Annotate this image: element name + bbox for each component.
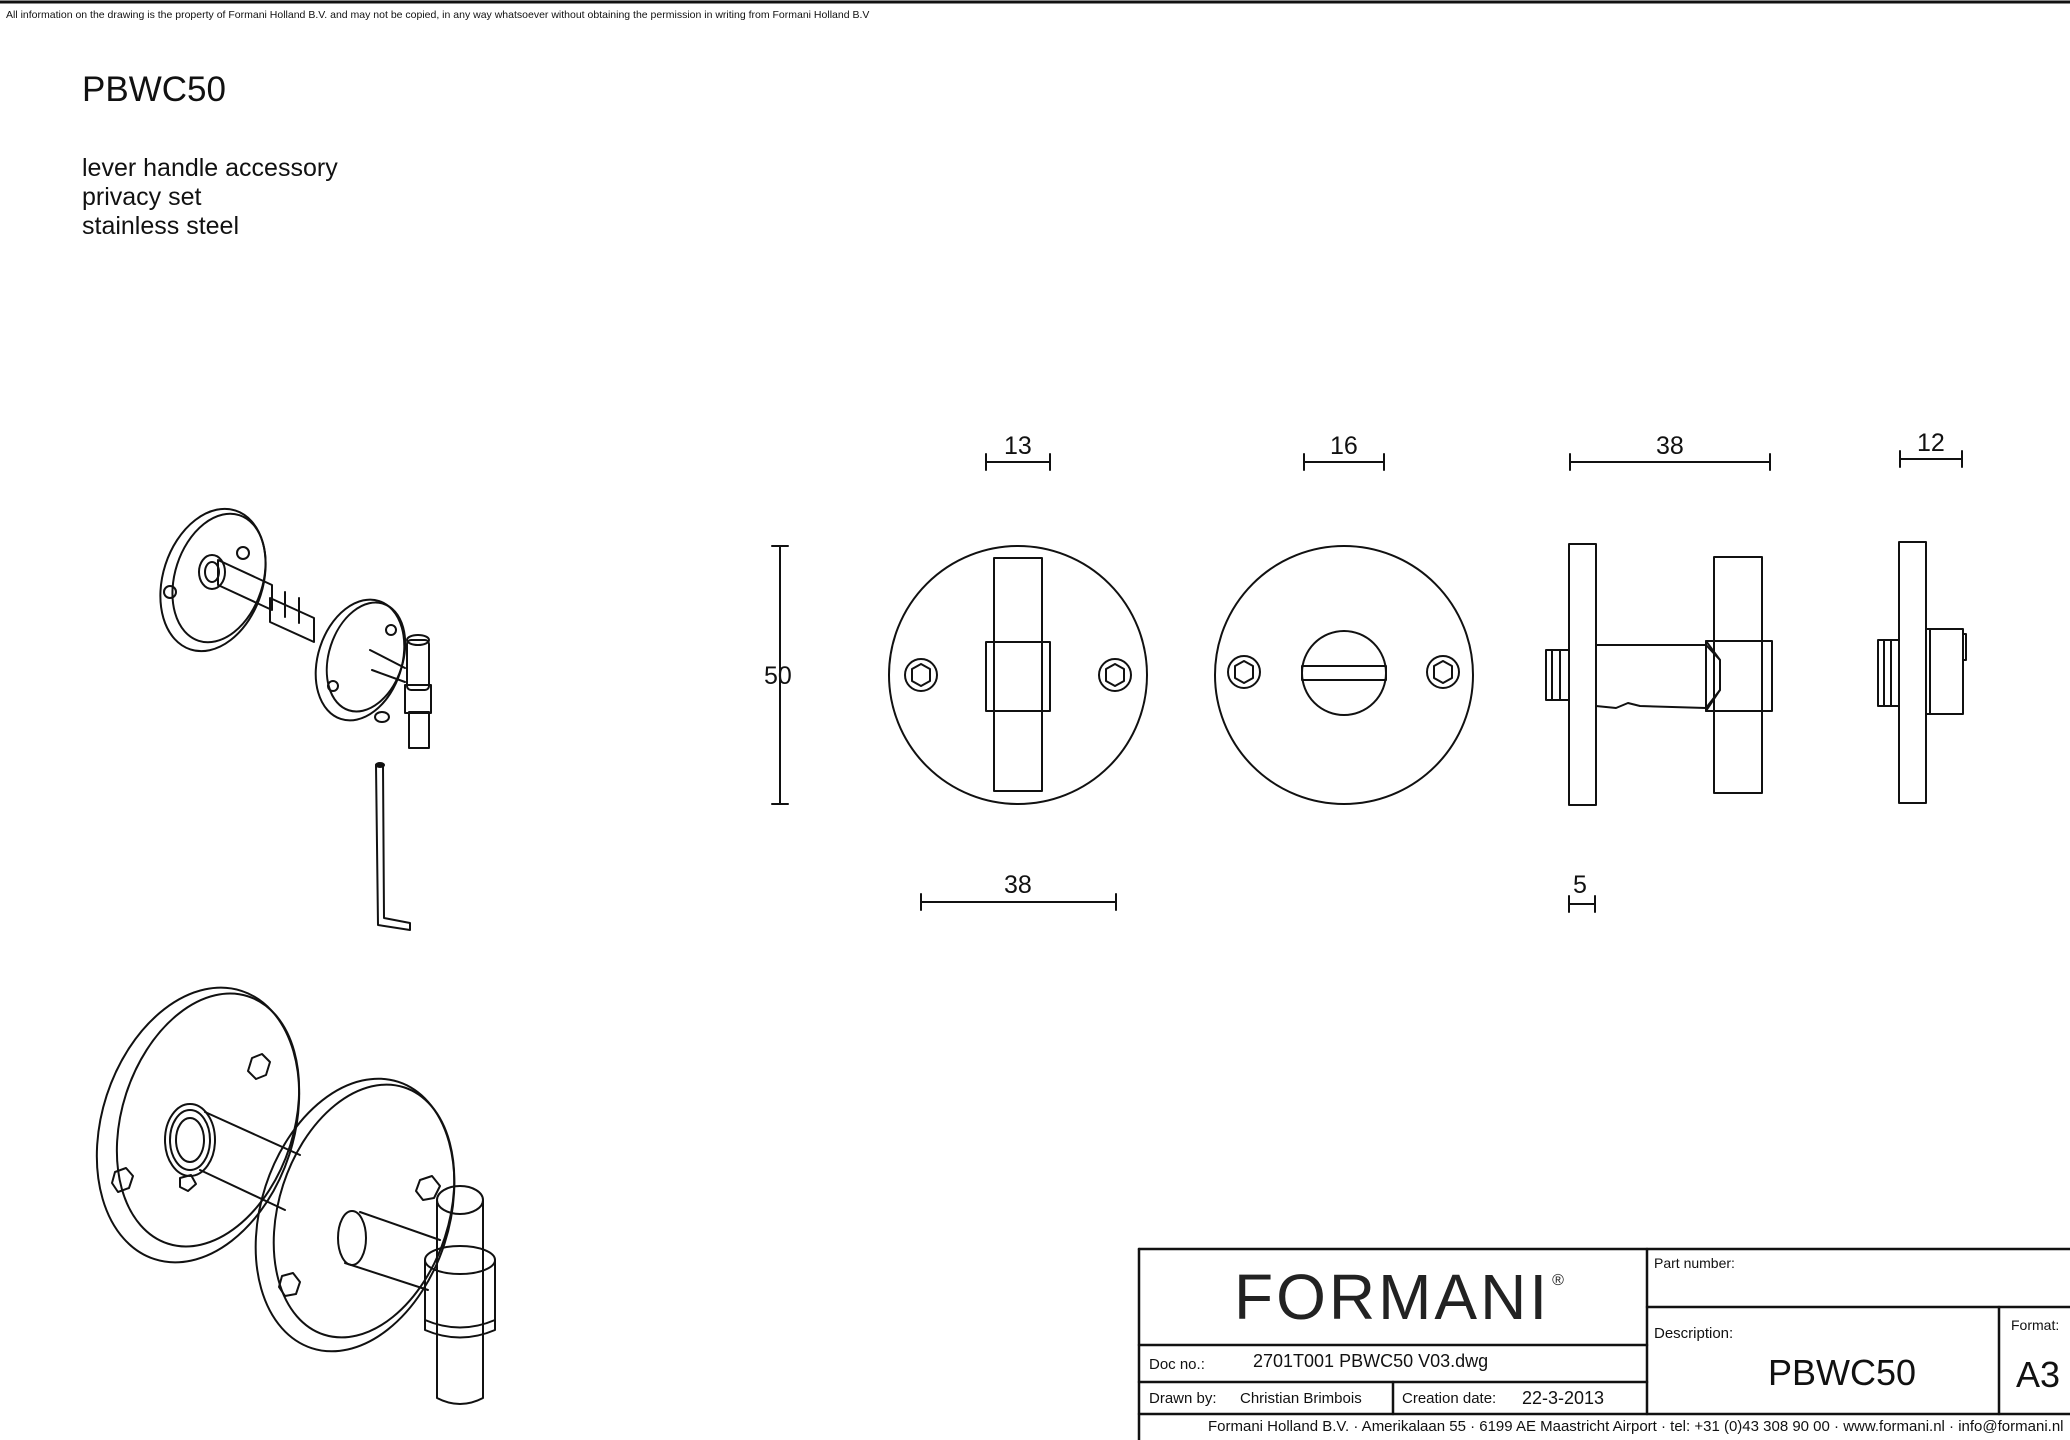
dimension-label: 5 [1573, 871, 1587, 899]
creation-date-label: Creation date: [1402, 1390, 1497, 1407]
dimension-label: 13 [1004, 432, 1032, 460]
description-value: PBWC50 [1768, 1352, 1917, 1393]
format-label: Format: [2011, 1317, 2060, 1333]
company-footer: Formani Holland B.V. · Amerikalaan 55 · … [1208, 1418, 2064, 1435]
front-view-handle [888, 545, 1148, 805]
title-block-frame [1137, 1247, 2070, 1440]
dimension-label: 38 [1004, 871, 1032, 899]
drawn-by-label: Drawn by: [1149, 1390, 1217, 1407]
brand-logo-text: FORMANI [1234, 1261, 1551, 1333]
drawn-by-value: Christian Brimbois [1240, 1390, 1362, 1407]
dimension-lines [771, 450, 1963, 913]
product-code-title: PBWC50 [82, 70, 226, 109]
description-label: Description: [1654, 1325, 1734, 1342]
dimension-label: 12 [1917, 429, 1945, 457]
dimension-label: 16 [1330, 432, 1358, 460]
dimension-label: 38 [1656, 432, 1684, 460]
doc-no-value: 2701T001 PBWC50 V03.dwg [1253, 1351, 1489, 1371]
front-view-indicator [1214, 545, 1474, 805]
side-view-indicator [1877, 541, 1967, 804]
creation-date-value: 22-3-2013 [1522, 1388, 1605, 1408]
doc-no-label: Doc no.: [1149, 1356, 1205, 1373]
dimension-label: 50 [764, 662, 792, 690]
product-line-1: lever handle accessory [82, 154, 338, 182]
assembled-view-illustration [95, 986, 496, 1405]
copyright-notice: All information on the drawing is the pr… [6, 9, 870, 21]
format-value: A3 [2016, 1354, 2061, 1395]
exploded-view-illustration [159, 507, 432, 931]
registered-mark: ® [1552, 1272, 1567, 1289]
brand-logo: FORMANI® [1234, 1260, 1567, 1334]
part-number-label: Part number: [1654, 1255, 1735, 1271]
product-line-3: stainless steel [82, 212, 240, 240]
side-view-handle [1545, 543, 1773, 806]
product-line-2: privacy set [82, 183, 202, 211]
